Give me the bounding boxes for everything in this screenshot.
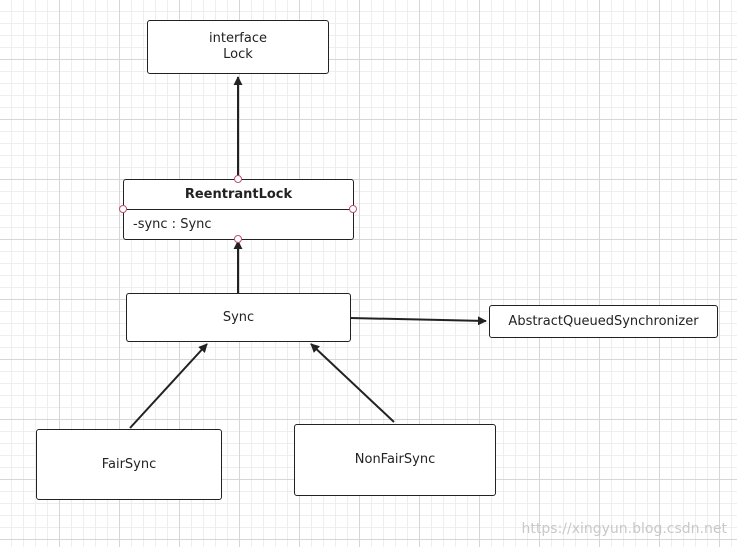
selection-handle-top[interactable] [234, 175, 242, 183]
lock-stereotype-label: interface [209, 31, 267, 46]
aqs-box[interactable]: AbstractQueuedSynchronizer [489, 305, 718, 338]
selection-handle-right[interactable] [349, 205, 357, 213]
lock-name-label: Lock [223, 47, 253, 62]
sync-label: Sync [222, 309, 255, 325]
fairsync-box[interactable]: FairSync [36, 429, 222, 500]
aqs-label: AbstractQueuedSynchronizer [508, 313, 699, 329]
lock-interface-box[interactable]: interface Lock [147, 20, 329, 74]
sync-to-aqs-arrow [349, 316, 487, 326]
reentrantlock-title: ReentrantLock [124, 180, 353, 210]
watermark-text: https://xingyun.blog.csdn.net [521, 521, 727, 537]
reentrantlock-attribute: -sync : Sync [133, 217, 212, 232]
fairsync-to-sync-arrow [129, 343, 208, 429]
selection-handle-bottom[interactable] [234, 235, 242, 243]
nonfairsync-label: NonFairSync [354, 452, 436, 467]
selection-handle-left[interactable] [119, 205, 127, 213]
nonfairsync-box[interactable]: NonFairSync [294, 424, 496, 496]
sync-box[interactable]: Sync [126, 293, 351, 342]
nonfairsync-to-sync-arrow [310, 343, 395, 423]
fairsync-label: FairSync [101, 456, 157, 472]
